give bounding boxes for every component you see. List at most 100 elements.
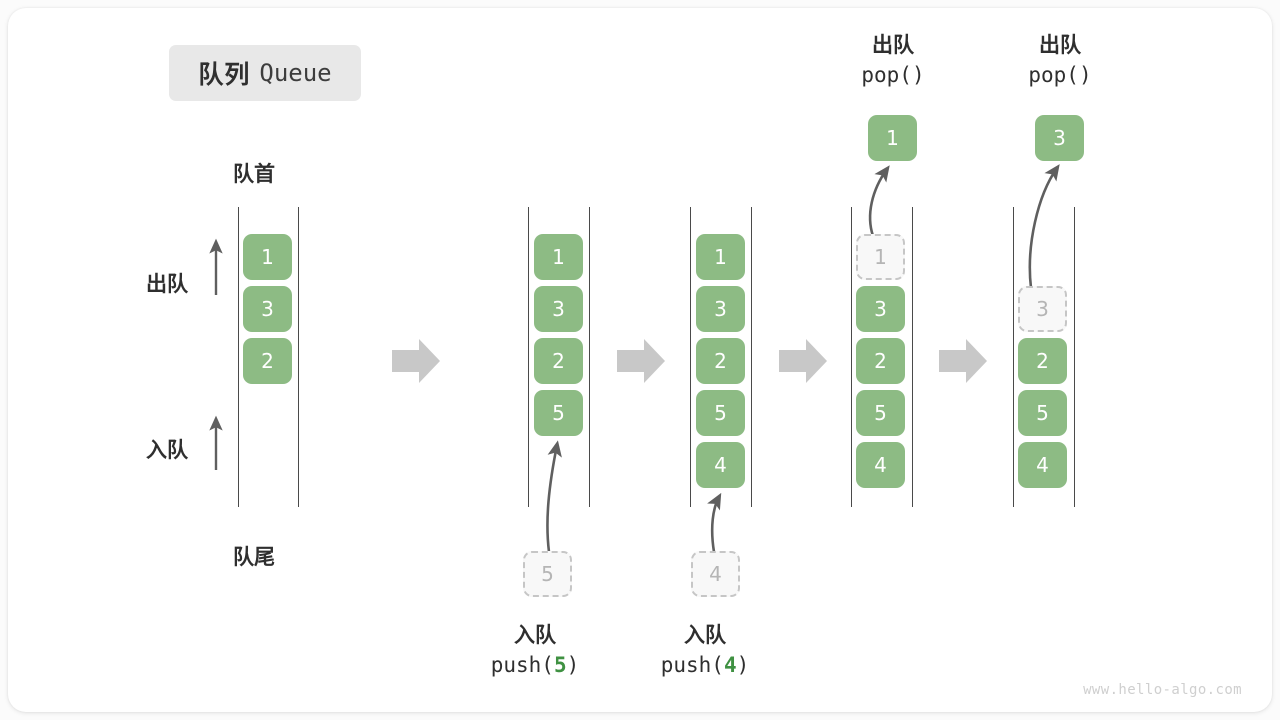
queue-cell: 5 (534, 390, 583, 436)
queue-cell: 4 (856, 442, 905, 488)
caption-chinese: 入队 (514, 623, 556, 647)
cell-value: 3 (874, 297, 887, 321)
empty-slot (1018, 234, 1067, 280)
code-number: 5 (553, 653, 567, 678)
cell-value: 4 (1036, 453, 1049, 477)
queue-cell: 1 (243, 234, 292, 280)
push-arrow-5 (546, 440, 562, 553)
queue-cell: 2 (696, 338, 745, 384)
cell-value: 4 (874, 453, 887, 477)
queue-cell: 3 (243, 286, 292, 332)
queue-cell: 5 (856, 390, 905, 436)
rail-right (912, 207, 914, 507)
cell-value: 2 (261, 349, 274, 373)
code-prefix: push( (660, 653, 724, 678)
caption-pop-3: 出队 pop() (975, 30, 1145, 91)
step-arrow-2 (617, 339, 665, 383)
queue-cell: 5 (1018, 390, 1067, 436)
caption-push-4: 入队 push(4) (620, 620, 790, 681)
code-prefix: push( (490, 653, 554, 678)
code-prefix: pop( (1028, 63, 1079, 88)
cell-value: 1 (552, 245, 565, 269)
popped-element: 3 (1035, 115, 1084, 161)
cell-value: 2 (1036, 349, 1049, 373)
cell-value: 3 (1036, 297, 1049, 321)
cell-value: 3 (552, 297, 565, 321)
watermark: www.hello-algo.com (1083, 682, 1242, 698)
caption-code: pop() (975, 60, 1145, 90)
label-enqueue: 入队 (146, 438, 188, 462)
incoming-element: 5 (523, 551, 572, 597)
push-arrow-4 (707, 492, 722, 553)
label-queue-head: 队首 (233, 162, 275, 186)
cell-value: 2 (714, 349, 727, 373)
label-dequeue: 出队 (146, 272, 188, 296)
queue-cell: 1 (696, 234, 745, 280)
cell-value: 3 (1053, 126, 1066, 150)
caption-chinese: 出队 (1039, 33, 1081, 57)
rail-left (851, 207, 853, 507)
outgoing-slot: 1 (856, 234, 905, 280)
queue-cell: 5 (696, 390, 745, 436)
title-chinese: 队列 (198, 60, 251, 89)
caption-pop-1: 出队 pop() (808, 30, 978, 91)
rail-right (751, 207, 753, 507)
queue-cell: 2 (1018, 338, 1067, 384)
cell-value: 1 (261, 245, 274, 269)
rail-right (298, 207, 300, 507)
cell-value: 1 (714, 245, 727, 269)
popped-element: 1 (868, 115, 917, 161)
queue-cell: 1 (534, 234, 583, 280)
caption-code: push(4) (620, 650, 790, 680)
title-english: Queue (259, 59, 332, 87)
caption-chinese: 出队 (872, 33, 914, 57)
code-number: 4 (723, 653, 737, 678)
cell-value: 1 (874, 245, 887, 269)
queue-cell: 4 (1018, 442, 1067, 488)
queue-cell: 3 (696, 286, 745, 332)
step-arrow-1 (392, 339, 440, 383)
cell-value: 3 (261, 297, 274, 321)
rail-left (528, 207, 530, 507)
code-suffix: ) (911, 63, 925, 88)
caption-chinese: 入队 (684, 623, 726, 647)
queue-cell: 3 (856, 286, 905, 332)
code-suffix: ) (736, 653, 750, 678)
label-queue-tail: 队尾 (233, 545, 275, 569)
queue-cell: 4 (696, 442, 745, 488)
cell-value: 3 (714, 297, 727, 321)
cell-value: 4 (714, 453, 727, 477)
pop-arrow-1 (868, 165, 890, 237)
cell-value: 5 (714, 401, 727, 425)
cell-value: 5 (1036, 401, 1049, 425)
rail-right (1074, 207, 1076, 507)
rail-left (690, 207, 692, 507)
cell-value: 2 (874, 349, 887, 373)
cell-value: 1 (886, 126, 899, 150)
queue-cell: 2 (534, 338, 583, 384)
caption-code: pop() (808, 60, 978, 90)
step-arrow-3 (779, 339, 827, 383)
code-suffix: ) (1078, 63, 1092, 88)
title-badge: 队列 Queue (169, 45, 361, 101)
outgoing-slot: 3 (1018, 286, 1067, 332)
code-suffix: ) (566, 653, 580, 678)
rail-left (1013, 207, 1015, 507)
rail-right (589, 207, 591, 507)
queue-cell: 2 (243, 338, 292, 384)
caption-code: push(5) (450, 650, 620, 680)
rail-left (238, 207, 240, 507)
pop-arrow-3 (1028, 164, 1060, 289)
step-arrow-4 (939, 339, 987, 383)
incoming-element: 4 (691, 551, 740, 597)
caption-push-5: 入队 push(5) (450, 620, 620, 681)
cell-value: 2 (552, 349, 565, 373)
cell-value: 5 (874, 401, 887, 425)
cell-value: 5 (552, 401, 565, 425)
queue-cell: 2 (856, 338, 905, 384)
cell-value: 4 (709, 562, 722, 586)
code-prefix: pop( (861, 63, 912, 88)
cell-value: 5 (541, 562, 554, 586)
